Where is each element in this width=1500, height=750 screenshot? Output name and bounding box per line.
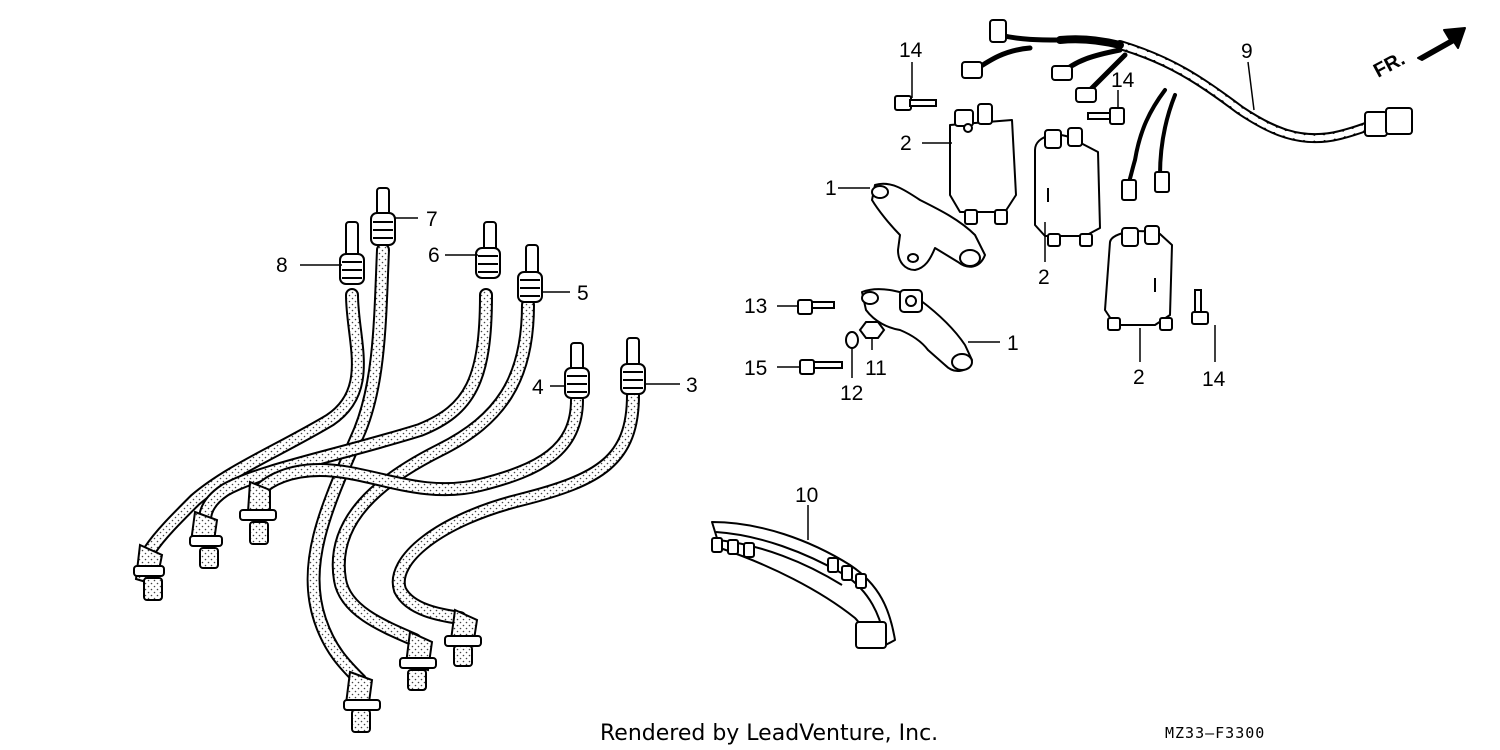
boot-6: [189, 510, 223, 569]
callout-6: 6: [428, 244, 440, 267]
callout-5: 5: [577, 282, 589, 305]
boot-8: [133, 543, 165, 601]
wire-7: [306, 243, 390, 687]
bolt-15: [799, 359, 843, 375]
bolt-14-top-right: [1087, 107, 1125, 125]
wire-harness: [961, 19, 1413, 201]
callout-4: 4: [532, 376, 544, 399]
cap-6: [475, 221, 501, 279]
boot-4: [239, 480, 277, 545]
boot-3: [444, 608, 482, 667]
coil-right: [1104, 225, 1173, 331]
callout-3: 3: [686, 374, 698, 397]
bolt-14-top-left: [894, 95, 937, 111]
wire-8: [143, 288, 365, 557]
bolt-14-right: [1191, 289, 1209, 325]
cap-5: [517, 244, 543, 303]
callout-7: 7: [426, 208, 438, 231]
cap-4: [564, 342, 590, 399]
callout-14-top-right: 14: [1111, 69, 1135, 92]
wire-3: [391, 388, 640, 625]
callout-1-lower: 1: [1007, 332, 1019, 355]
callout-13: 13: [744, 295, 767, 318]
callout-10: 10: [795, 484, 818, 507]
fasteners: [797, 95, 1209, 375]
leader-lines: [300, 61, 1255, 540]
bracket-lower: [861, 288, 973, 372]
plug-boots: [133, 480, 482, 733]
callout-15: 15: [744, 357, 767, 380]
callout-1-upper: 1: [825, 177, 837, 200]
diagram-code: MZ33—F3300: [1165, 724, 1265, 742]
coil-brackets: [861, 182, 986, 372]
wire-5: [331, 298, 535, 647]
cap-8: [339, 221, 365, 285]
callout-11: 11: [865, 357, 887, 380]
ignition-coils: [949, 103, 1173, 331]
fr-arrow-icon: FR.: [1370, 27, 1466, 83]
callout-8: 8: [276, 254, 288, 277]
washer-12: [845, 331, 859, 349]
cap-3: [620, 337, 646, 395]
credit-text: Rendered by LeadVenture, Inc.: [600, 721, 938, 746]
bracket-upper: [871, 182, 986, 271]
callout-2-middle: 2: [1038, 266, 1050, 289]
wire-4: [253, 393, 584, 497]
spark-plug-wires: [143, 243, 640, 687]
coil-middle: [1034, 127, 1101, 247]
nut-11: [858, 321, 886, 339]
coil-left: [949, 103, 1017, 225]
callout-12: 12: [840, 382, 863, 405]
bolt-13: [797, 299, 835, 315]
callout-14-right: 14: [1202, 368, 1226, 391]
boot-5: [399, 630, 437, 691]
fr-label: FR.: [1370, 48, 1409, 83]
coil-caps: [339, 187, 646, 399]
callouts: 8 7 6 5 4 3 1 2 2 2 1 13 15 12 11 14 14 …: [276, 39, 1253, 507]
boot-7: [343, 670, 381, 733]
callout-14-top-left: 14: [899, 39, 923, 62]
callout-2-left: 2: [900, 132, 912, 155]
callout-9: 9: [1241, 40, 1253, 63]
cap-7: [370, 187, 396, 246]
wire-clamp: [711, 521, 896, 649]
wire-6: [198, 288, 493, 527]
callout-2-right: 2: [1133, 366, 1145, 389]
